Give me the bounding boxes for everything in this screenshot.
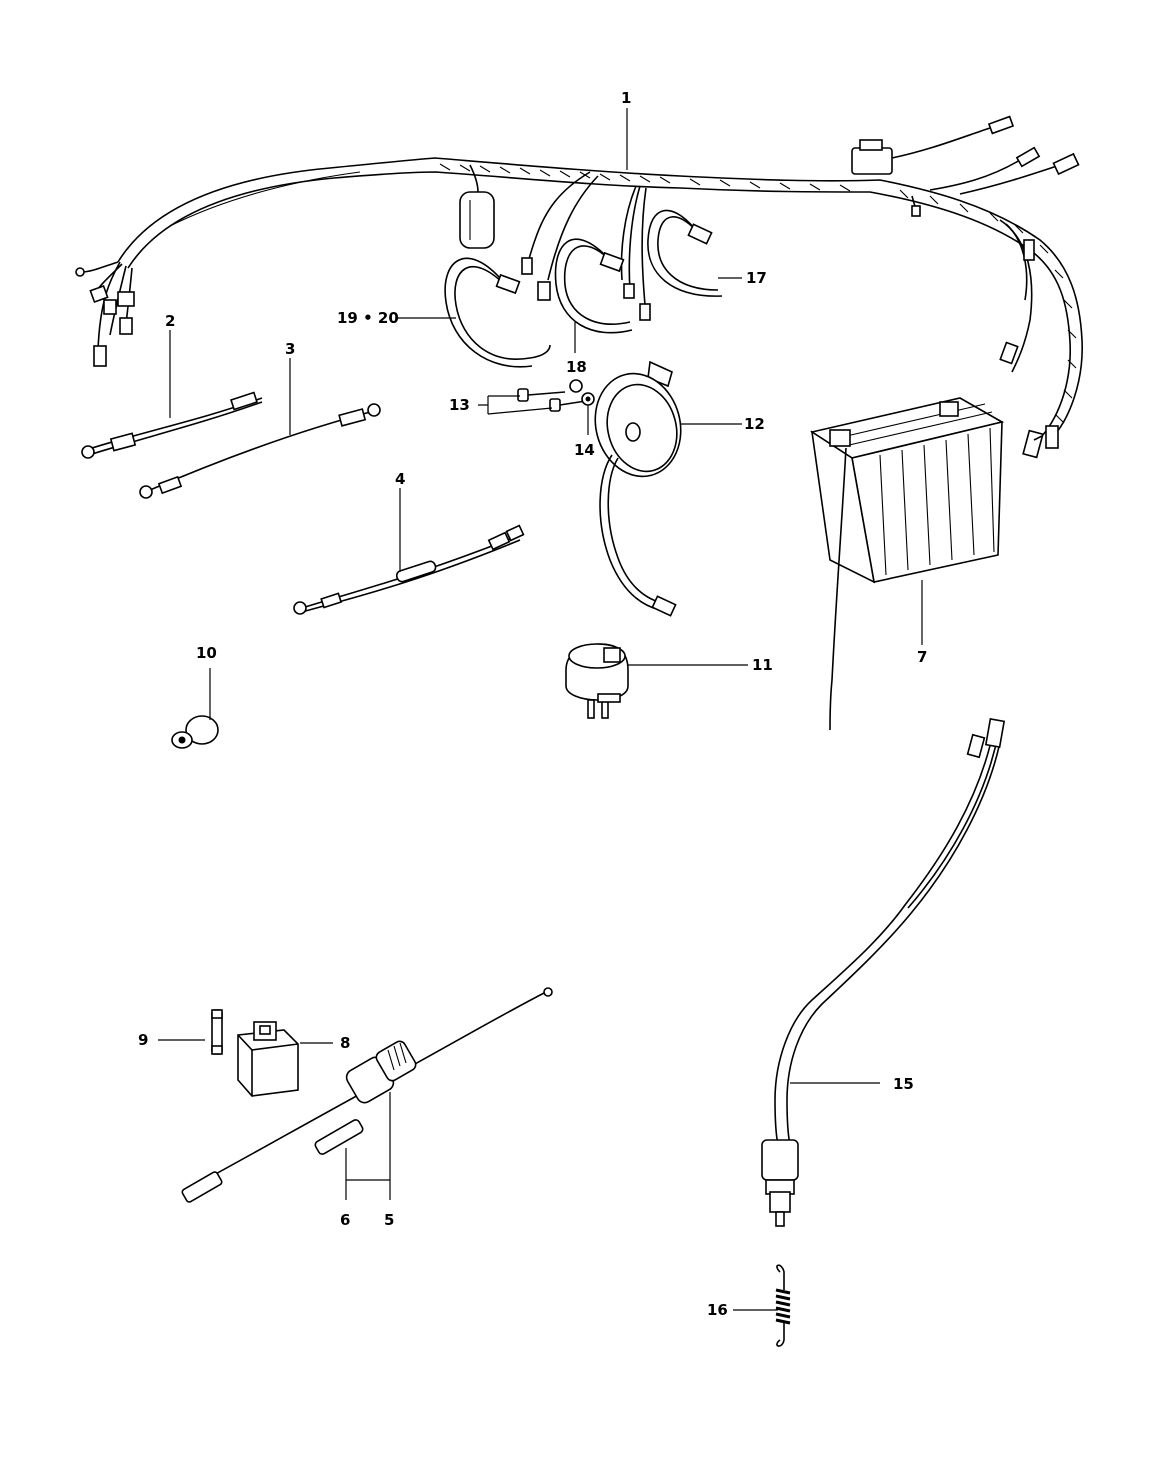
- fuse-9: [211, 1009, 223, 1055]
- callout-12: 12: [744, 415, 765, 433]
- callout-9: 9: [138, 1031, 148, 1049]
- callout-13: 13: [449, 396, 470, 414]
- cap-10: [171, 715, 219, 749]
- callout-15: 15: [893, 1075, 914, 1093]
- fuse-holder-5: [181, 987, 553, 1203]
- flasher-relay-11: [565, 643, 629, 719]
- bolts-13: [517, 388, 593, 412]
- callout-16: 16: [707, 1301, 728, 1319]
- callout-19-20: 19 • 20: [337, 309, 399, 327]
- callout-14: 14: [574, 441, 595, 459]
- callout-18: 18: [566, 358, 587, 376]
- part-3-lead: [139, 403, 381, 499]
- main-wire-harness: [75, 115, 1083, 459]
- callout-8: 8: [340, 1034, 350, 1052]
- fuse-6: [314, 1119, 364, 1155]
- horn-12: [594, 360, 682, 617]
- callout-10: 10: [196, 644, 217, 662]
- part-4-lead: [293, 524, 525, 615]
- callout-11: 11: [752, 656, 773, 674]
- battery-7: [809, 397, 1005, 731]
- spring-16: [775, 1264, 791, 1347]
- callout-5: 5: [384, 1211, 394, 1229]
- washers-14: [569, 379, 595, 406]
- callout-17: 17: [746, 269, 767, 287]
- leader-lines: [158, 108, 923, 1311]
- clamp-19-20: [444, 257, 551, 368]
- callout-6: 6: [340, 1211, 350, 1229]
- fuse-box-8: [237, 1021, 299, 1097]
- clamp-18: [554, 238, 633, 334]
- stop-switch-15: [761, 718, 1006, 1227]
- clamp-17: [647, 209, 723, 297]
- callout-2: 2: [165, 312, 175, 330]
- part-2-lead: [81, 391, 263, 459]
- callout-3: 3: [285, 340, 295, 358]
- callout-labels: 1 2 3 4 5 6 7 8 9 10 11 12 13 14 15 16 1…: [138, 89, 927, 1319]
- callout-4: 4: [395, 470, 405, 488]
- callout-1: 1: [621, 89, 631, 107]
- callout-7: 7: [917, 648, 927, 666]
